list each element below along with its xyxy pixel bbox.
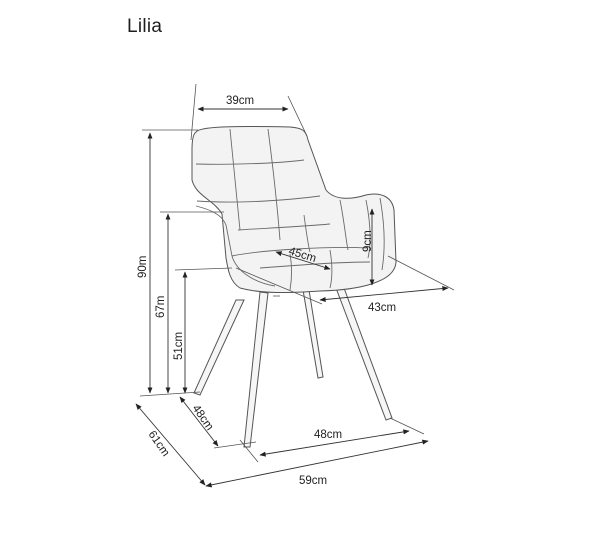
dim-seat-height: 51cm xyxy=(173,271,188,394)
label-total-depth: 61cm xyxy=(146,429,172,459)
dim-armrest-height: 67m xyxy=(155,213,171,394)
dim-backrest-width: 39cm xyxy=(190,83,308,141)
product-title: Lilia xyxy=(127,16,163,37)
label-leg-width: 48cm xyxy=(314,429,342,441)
label-armrest-height: 67m xyxy=(155,296,167,318)
label-seat-height: 51cm xyxy=(173,332,185,360)
dim-seat-width: 43cm xyxy=(235,255,455,314)
label-backrest-width: 39cm xyxy=(226,95,254,107)
leg-front-middle xyxy=(243,291,269,448)
label-armrest-thickness: 9cm xyxy=(362,230,374,252)
dim-total-height: 90m xyxy=(137,132,153,394)
chair-body xyxy=(191,126,397,294)
chair-illustration xyxy=(191,126,397,448)
leg-front-left xyxy=(193,299,245,396)
dim-armrest-thickness: 9cm xyxy=(362,208,375,286)
label-leg-depth: 48cm xyxy=(190,403,216,433)
label-total-height: 90m xyxy=(137,256,149,278)
dim-total-width: 59cm xyxy=(205,439,429,488)
label-seat-width: 43cm xyxy=(368,302,396,314)
dim-leg-width: 48cm xyxy=(239,417,425,463)
label-total-width: 59cm xyxy=(299,475,327,487)
